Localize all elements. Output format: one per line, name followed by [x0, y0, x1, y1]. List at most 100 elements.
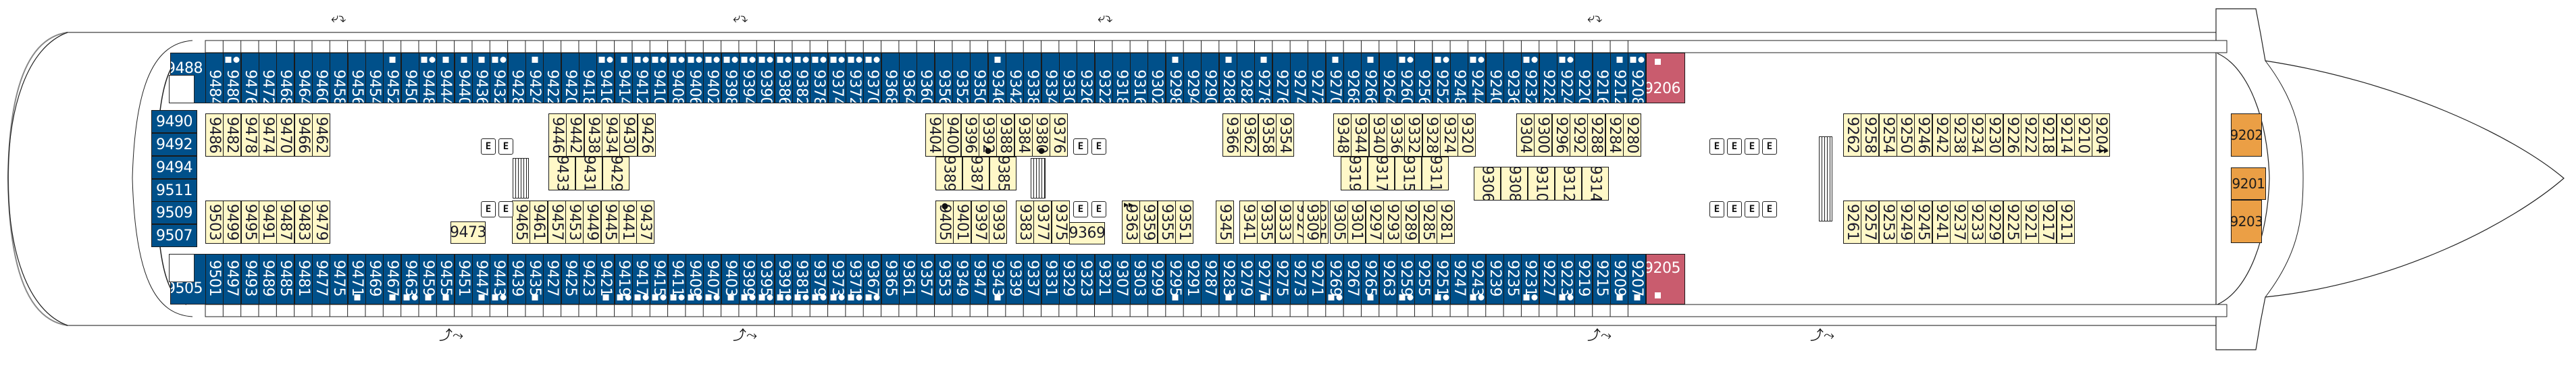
cabin-9436[interactable]: 9436: [472, 53, 490, 103]
cabin-9403[interactable]: 9403: [721, 254, 740, 305]
cabin-9304[interactable]: 9304: [1516, 113, 1535, 157]
cabin-9408[interactable]: 9408: [668, 53, 686, 103]
cabin-9272[interactable]: 9272: [1308, 53, 1326, 103]
cabin-9260[interactable]: 9260: [1397, 53, 1415, 103]
cabin-9344[interactable]: 9344: [1351, 113, 1369, 157]
cabin-9445[interactable]: 9445: [601, 201, 619, 244]
cabin-9437[interactable]: 9437: [636, 201, 654, 244]
cabin-9387[interactable]: 9387: [962, 157, 989, 190]
cabin-9209[interactable]: 9209: [1610, 254, 1628, 305]
cabin-9509[interactable]: 9509: [151, 201, 197, 224]
cabin-9221[interactable]: 9221: [2021, 201, 2039, 244]
cabin-9255[interactable]: 9255: [1414, 254, 1433, 305]
cabin-9241[interactable]: 9241: [1932, 201, 1951, 244]
cabin-9467[interactable]: 9467: [383, 254, 401, 305]
cabin-9478[interactable]: 9478: [241, 113, 259, 157]
cabin-9355[interactable]: 9355: [1158, 201, 1176, 244]
cabin-9291[interactable]: 9291: [1183, 254, 1202, 305]
cabin-9394[interactable]: 9394: [739, 53, 757, 103]
cabin-9447[interactable]: 9447: [472, 254, 490, 305]
cabin-9349[interactable]: 9349: [952, 254, 971, 305]
cabin-9228[interactable]: 9228: [1539, 53, 1557, 103]
cabin-9230[interactable]: 9230: [1985, 113, 2003, 157]
cabin-9249[interactable]: 9249: [1897, 201, 1915, 244]
cabin-9468[interactable]: 9468: [276, 53, 294, 103]
cabin-9434[interactable]: 9434: [602, 113, 620, 157]
cabin-9400[interactable]: 9400: [943, 113, 961, 157]
cabin-9263[interactable]: 9263: [1379, 254, 1397, 305]
cabin-9217[interactable]: 9217: [2038, 201, 2057, 244]
cabin-9256[interactable]: 9256: [1414, 53, 1433, 103]
cabin-9429[interactable]: 9429: [602, 157, 629, 190]
cabin-9277[interactable]: 9277: [1254, 254, 1272, 305]
cabin-9428[interactable]: 9428: [508, 53, 526, 103]
cabin-9335[interactable]: 9335: [1257, 201, 1275, 244]
cabin-9343[interactable]: 9343: [988, 254, 1006, 305]
cabin-9494[interactable]: 9494: [151, 156, 197, 179]
cabin-9414[interactable]: 9414: [615, 53, 633, 103]
cabin-9487[interactable]: 9487: [276, 201, 294, 244]
cabin-9281[interactable]: 9281: [1437, 201, 1455, 244]
cabin-9336[interactable]: 9336: [1387, 113, 1405, 157]
cabin-9357[interactable]: 9357: [917, 254, 935, 305]
cabin-9466[interactable]: 9466: [294, 113, 313, 157]
cabin-9246[interactable]: 9246: [1914, 113, 1932, 157]
cabin-9225[interactable]: 9225: [2003, 201, 2021, 244]
cabin-9356[interactable]: 9356: [935, 53, 953, 103]
cabin-9503[interactable]: 9503: [205, 201, 224, 244]
cabin-9285[interactable]: 9285: [1419, 201, 1437, 244]
cabin-9294[interactable]: 9294: [1183, 53, 1202, 103]
cabin-9339[interactable]: 9339: [1006, 254, 1024, 305]
cabin-9211[interactable]: 9211: [2057, 201, 2075, 244]
cabin-9359[interactable]: 9359: [1139, 201, 1158, 244]
cabin-9308[interactable]: 9308: [1501, 167, 1528, 201]
cabin-9218[interactable]: 9218: [2038, 113, 2057, 157]
cabin-9227[interactable]: 9227: [1539, 254, 1557, 305]
cabin-9507[interactable]: 9507: [151, 224, 197, 247]
cabin-9385[interactable]: 9385: [989, 157, 1016, 190]
cabin-9402[interactable]: 9402: [703, 53, 721, 103]
cabin-9412[interactable]: 9412: [632, 53, 650, 103]
cabin-9262[interactable]: 9262: [1843, 113, 1861, 157]
cabin-9302[interactable]: 9302: [1148, 53, 1166, 103]
cabin-9220[interactable]: 9220: [1574, 53, 1593, 103]
cabin-9297[interactable]: 9297: [1366, 201, 1384, 244]
cabin-9201[interactable]: 9201: [2231, 167, 2266, 200]
cabin-9448[interactable]: 9448: [419, 53, 437, 103]
cabin-9484[interactable]: 9484: [205, 53, 224, 103]
cabin-9425[interactable]: 9425: [561, 254, 579, 305]
cabin-9203[interactable]: 9203: [2231, 200, 2262, 243]
cabin-9435[interactable]: 9435: [525, 254, 544, 305]
cabin-9352[interactable]: 9352: [952, 53, 971, 103]
cabin-9451[interactable]: 9451: [455, 254, 473, 305]
cabin-9240[interactable]: 9240: [1486, 53, 1504, 103]
cabin-9319[interactable]: 9319: [1341, 157, 1368, 190]
cabin-9501[interactable]: 9501: [205, 254, 224, 305]
cabin-9438[interactable]: 9438: [584, 113, 602, 157]
cabin-9307[interactable]: 9307: [1112, 254, 1131, 305]
cabin-9480[interactable]: 9480: [223, 53, 241, 103]
cabin-9333[interactable]: 9333: [1275, 201, 1293, 244]
cabin-9331[interactable]: 9331: [1041, 254, 1060, 305]
cabin-9381[interactable]: 9381: [792, 254, 810, 305]
cabin-9409[interactable]: 9409: [686, 254, 704, 305]
cabin-9421[interactable]: 9421: [596, 254, 615, 305]
cabin-9485[interactable]: 9485: [276, 254, 294, 305]
cabin-9342[interactable]: 9342: [1006, 53, 1024, 103]
cabin-9216[interactable]: 9216: [1593, 53, 1611, 103]
cabin-9372[interactable]: 9372: [846, 53, 864, 103]
cabin-9486[interactable]: 9486: [205, 113, 224, 157]
cabin-9449[interactable]: 9449: [583, 201, 601, 244]
cabin-9252[interactable]: 9252: [1433, 53, 1451, 103]
cabin-9455[interactable]: 9455: [436, 254, 455, 305]
cabin-9361[interactable]: 9361: [899, 254, 917, 305]
cabin-9481[interactable]: 9481: [294, 254, 313, 305]
cabin-9377[interactable]: 9377: [1033, 201, 1052, 244]
cabin-9210[interactable]: 9210: [2074, 113, 2092, 157]
cabin-9399[interactable]: 9399: [739, 254, 757, 305]
cabin-9290[interactable]: 9290: [1201, 53, 1219, 103]
cabin-9431[interactable]: 9431: [575, 157, 602, 190]
cabin-9310[interactable]: 9310: [1528, 167, 1555, 201]
cabin-9238[interactable]: 9238: [1950, 113, 1968, 157]
cabin-9490[interactable]: 9490: [151, 110, 197, 133]
